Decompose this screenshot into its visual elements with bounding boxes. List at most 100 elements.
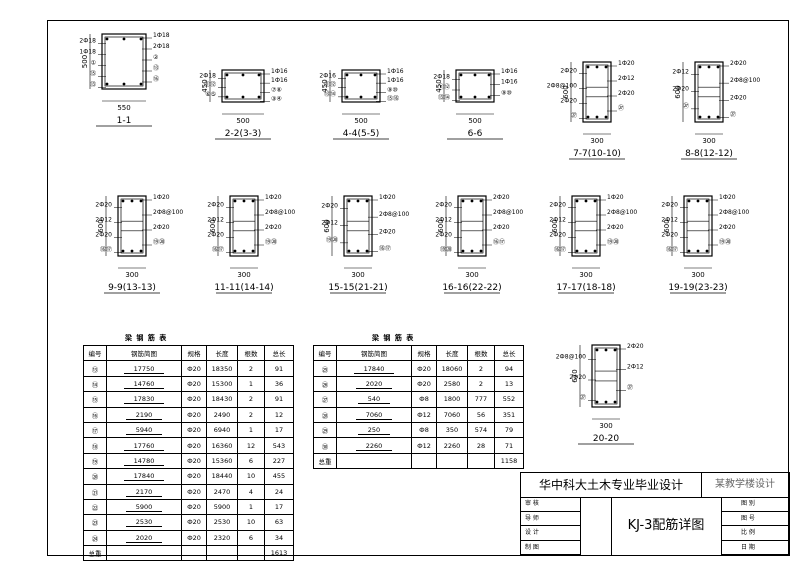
bar-shape-sketch: 17840: [123, 472, 165, 482]
bar-callout: 2Ф20: [607, 224, 624, 231]
bar-callout: 2Ф12: [627, 364, 644, 371]
bar-callout: 2Ф12: [207, 217, 224, 224]
section-outline: [341, 69, 381, 103]
rebar-dot: [122, 82, 126, 86]
bar-callout: 2Ф12: [95, 217, 112, 224]
left-table-cell: 18440: [206, 468, 238, 485]
bar-callout: ⑪⑫: [324, 81, 336, 89]
right-table-cell: 28: [467, 437, 495, 454]
rebar-dot: [705, 249, 709, 253]
rebar-dot: [105, 37, 109, 41]
bar-callout: 1Ф20: [153, 194, 170, 201]
height-dim: 450: [435, 79, 443, 92]
bar-callout: ⑬: [90, 81, 96, 89]
rebar-dot: [251, 199, 255, 203]
bar-callout: 1Ф16: [387, 77, 404, 84]
bar-callout: 2Ф8@100: [379, 211, 409, 218]
left-table-cell: 2320: [206, 529, 238, 547]
rebar-dot: [595, 65, 599, 69]
bar-callout: 2Ф18: [79, 38, 96, 45]
bar-shape-sketch: 540: [357, 395, 391, 405]
bar-callout: 2Ф20: [549, 232, 566, 239]
bar-callout: ⑬⑭: [324, 90, 336, 98]
left-table-cell: Ф20: [181, 406, 207, 423]
right-table-cell: ㉘: [313, 406, 337, 423]
left-table-cell: 1: [237, 498, 265, 516]
rebar-dot: [122, 37, 126, 41]
width-dim: 500: [236, 117, 249, 125]
left-table-cell: [237, 545, 265, 562]
section-label: 17-17(18-18): [556, 283, 615, 293]
bar-callout: 1Ф16: [501, 79, 518, 86]
left-table-cell: 2: [237, 391, 265, 408]
left-table-cell: 6940: [206, 421, 238, 439]
left-table-cell: 5940: [106, 421, 182, 439]
left-table-cell: ⑭: [83, 375, 107, 393]
right-table-cell: 56: [467, 406, 495, 423]
stirrup: [460, 198, 484, 254]
bar-callout: 2Ф20: [379, 228, 396, 235]
signature-column: [581, 497, 612, 555]
rebar-dot: [593, 249, 597, 253]
bar-shape-sketch: 17760: [123, 441, 165, 451]
rebar-dot: [233, 249, 237, 253]
left-table-header-cell: 钢筋简图: [106, 344, 182, 362]
bar-callout: 1Ф16: [271, 68, 288, 75]
section-outline: [582, 61, 612, 123]
left-table-cell: ⑮: [83, 391, 107, 408]
rebar-dot: [121, 249, 125, 253]
right-table-cell: 250: [336, 421, 412, 439]
left-table-cell: 543: [264, 437, 294, 454]
rebar-dot: [707, 115, 711, 119]
left-table-cell: 2: [237, 406, 265, 423]
left-table-header-cell: 规格: [181, 344, 207, 362]
right-table-cell: [436, 452, 468, 470]
rebar-dot: [473, 73, 477, 77]
bar-callout: ㉗: [627, 383, 633, 391]
section-label: 16-16(22-22): [442, 283, 501, 293]
bar-callout: ⑯⑰: [212, 246, 224, 254]
rebar-dot: [705, 199, 709, 203]
left-table-cell: 17750: [106, 360, 182, 377]
right-table-cell: 总重: [313, 452, 337, 470]
meta-number: 图 号: [721, 512, 789, 526]
bar-shape-sketch: 17840: [353, 364, 395, 374]
bar-callout: 2Ф20: [265, 224, 282, 231]
left-table-cell: ⑰: [83, 421, 107, 439]
bar-callout: ⑯⑰: [100, 246, 112, 254]
width-dim: 300: [590, 137, 603, 145]
right-table-cell: [411, 452, 437, 470]
height-dim: 600: [551, 219, 559, 232]
bar-callout: ①: [91, 60, 96, 67]
bar-shape-sketch: 5900: [125, 503, 163, 513]
left-table-cell: Ф20: [181, 483, 207, 500]
rebar-dot: [461, 199, 465, 203]
rebar-dot: [461, 249, 465, 253]
left-table-cell: 12: [264, 406, 294, 423]
section-7-7(10-10): 3006007-7(10-10)1Ф202Ф202Ф122Ф8@1002Ф202…: [547, 60, 635, 160]
left-table-cell: Ф20: [181, 529, 207, 547]
left-table-cell: 5900: [106, 498, 182, 516]
bar-callout: ⑮⑯: [387, 94, 399, 102]
section-label: 9-9(13-13): [108, 283, 156, 293]
left-table-cell: 24: [264, 483, 294, 500]
rebar-dot: [687, 199, 691, 203]
right-table-cell: 2580: [436, 375, 468, 393]
bar-callout: 2Ф8@100: [547, 83, 577, 90]
right-table-cell: 18060: [436, 360, 468, 377]
right-table-header-cell: 长度: [436, 344, 468, 362]
bar-callout: 2Ф20: [569, 374, 586, 381]
right-table-cell: 2020: [336, 375, 412, 393]
rebar-dot: [459, 95, 463, 99]
right-table-cell: ㉕: [313, 360, 337, 377]
rebar-dot: [584, 199, 588, 203]
bar-callout: 2Ф20: [549, 202, 566, 209]
rebar-dot: [139, 199, 143, 203]
section-16-16(22-22): 30060016-16(22-22)2Ф202Ф202Ф8@1002Ф122Ф2…: [435, 194, 523, 294]
left-table-cell: 15360: [206, 452, 238, 470]
